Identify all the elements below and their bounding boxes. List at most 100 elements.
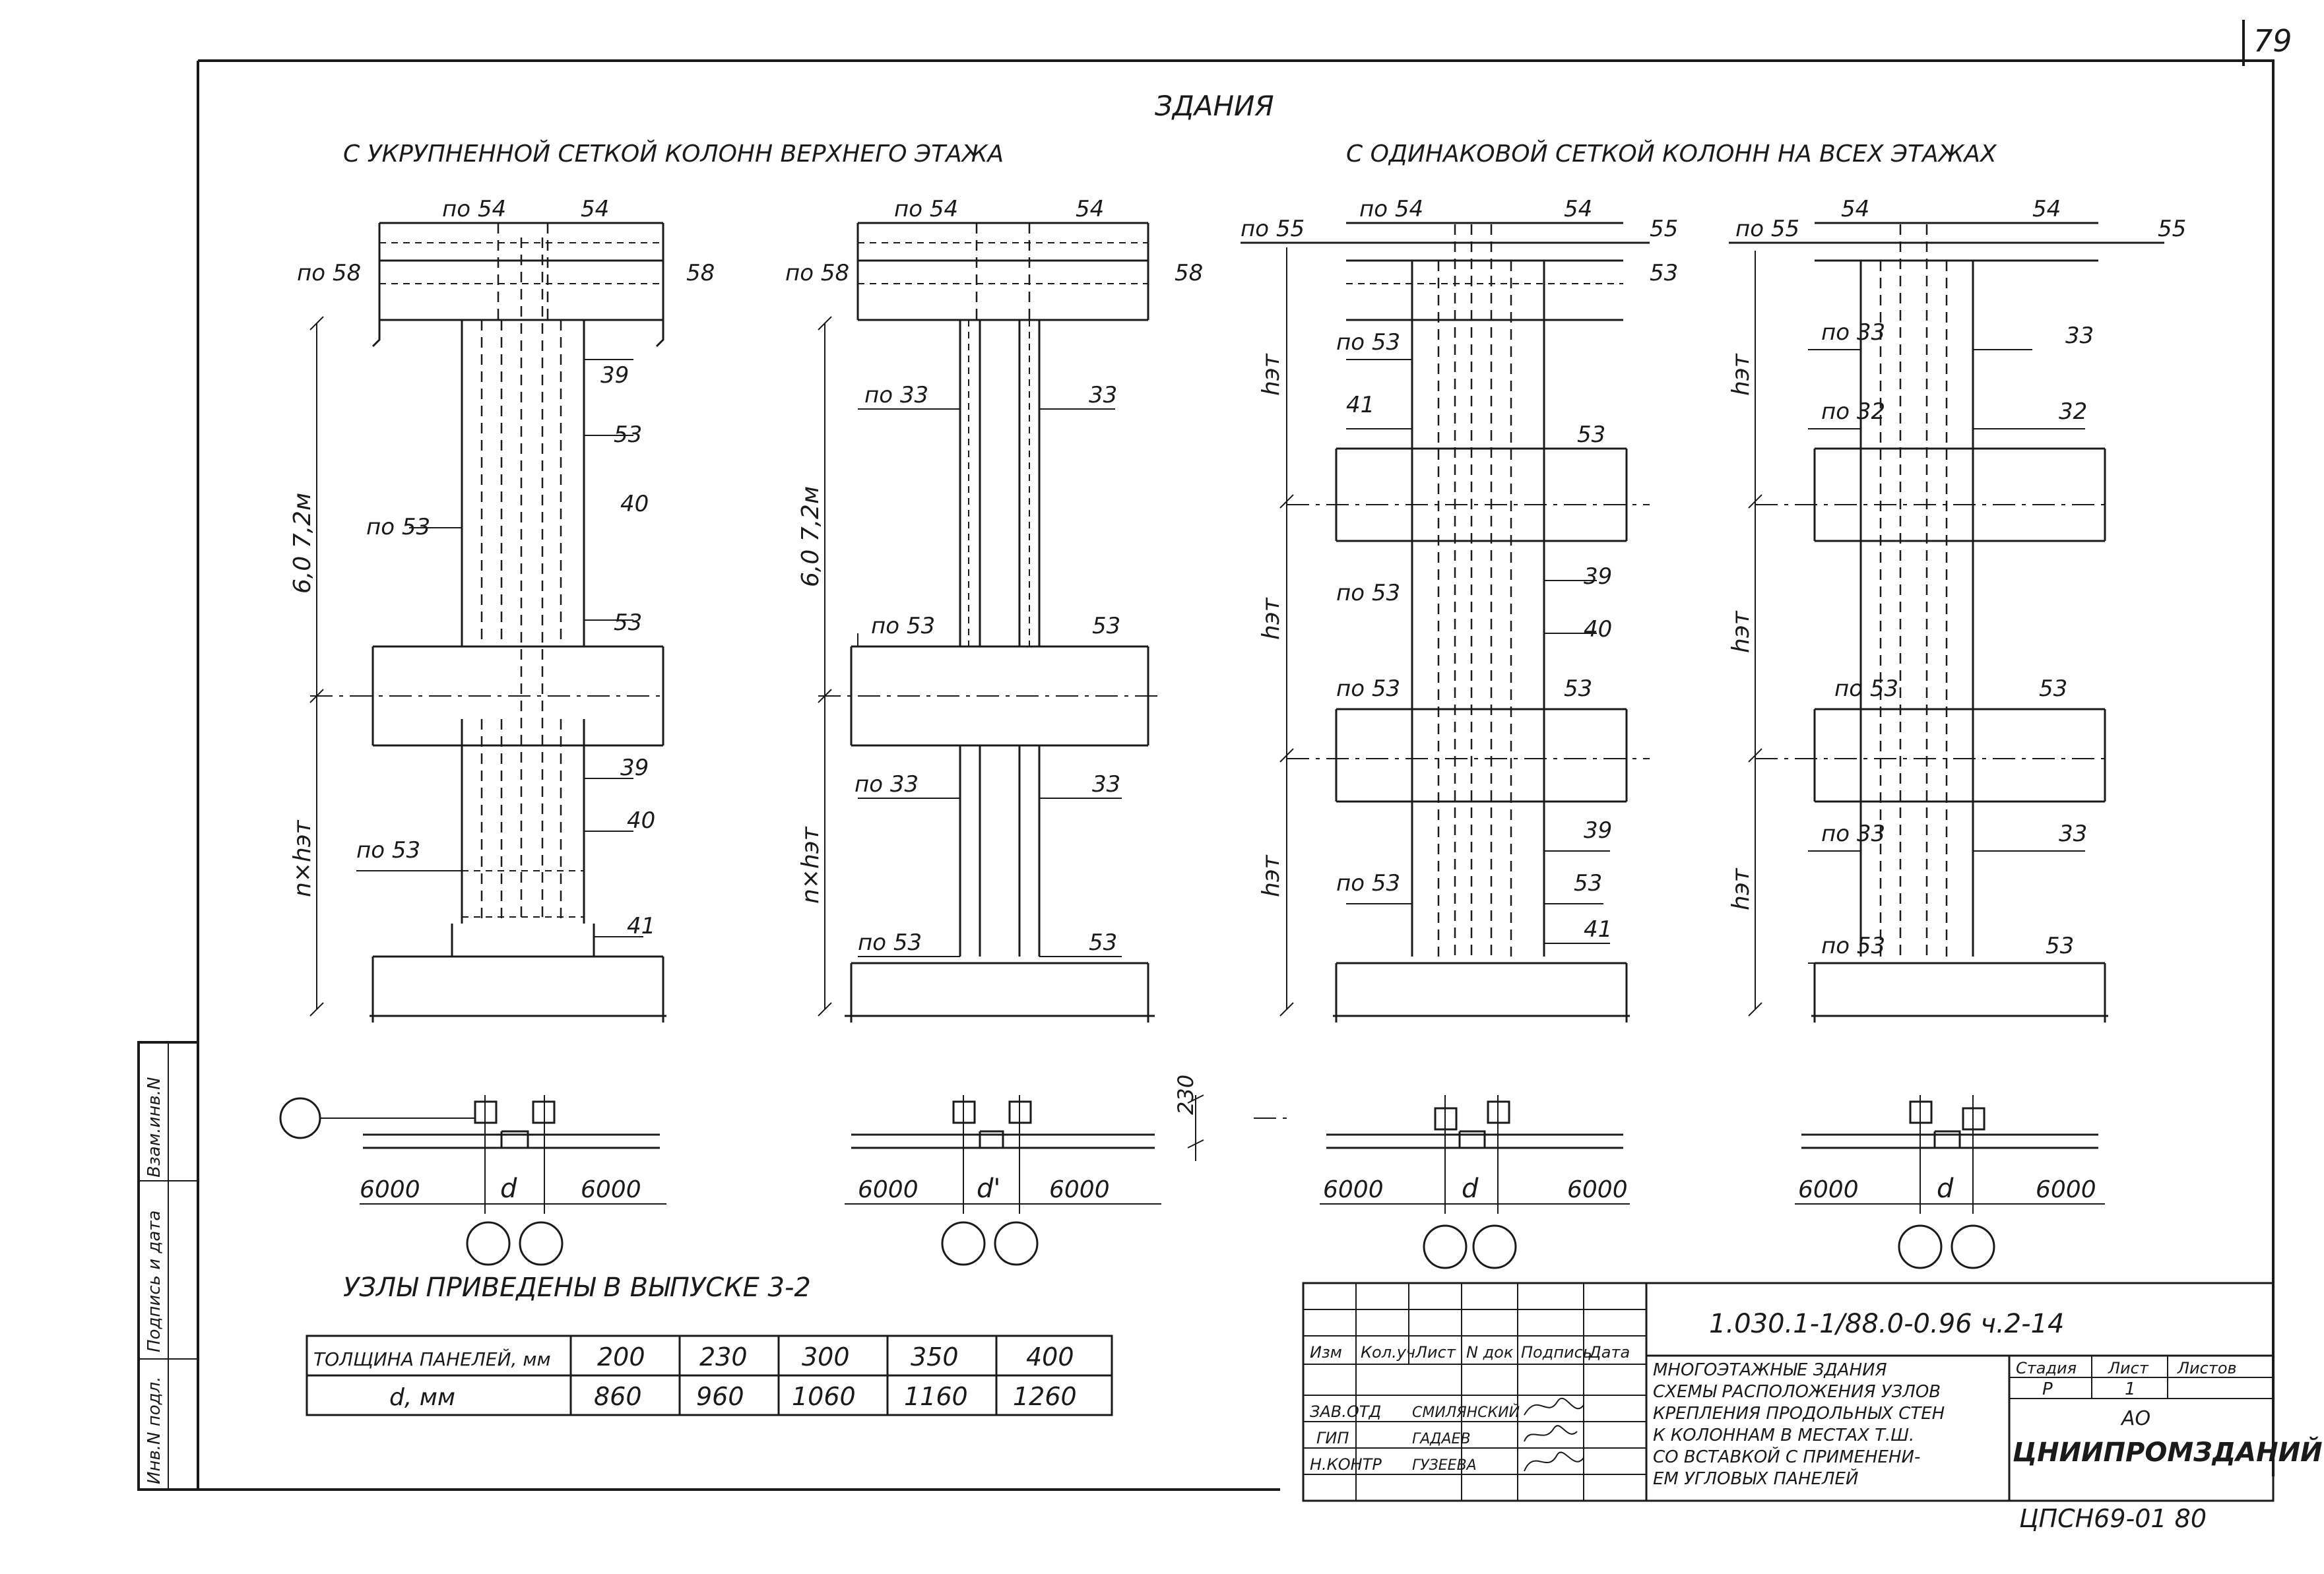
e3-left-label: 41: [1346, 392, 1374, 418]
plan1-right: 6000: [581, 1176, 641, 1203]
e3-slab-right: 53: [1650, 260, 1678, 286]
signature-3: [1524, 1451, 1584, 1472]
e2-right-label: 53: [1089, 929, 1117, 956]
plan4-mid: d: [1937, 1174, 1954, 1204]
table-thickness: 400: [1026, 1342, 1074, 1371]
tb-col: N док: [1466, 1343, 1514, 1362]
e4-left-label: по 33: [1821, 319, 1885, 346]
e4-height: hэт: [1727, 867, 1755, 910]
e1-label: 53: [614, 422, 642, 448]
tb-desc: СО ВСТАВКОЙ С ПРИМЕНЕНИ-: [1653, 1446, 1920, 1467]
e3-right-label: 39: [1584, 817, 1612, 844]
plan1-mid: d: [500, 1174, 517, 1204]
e2-right-label: 33: [1089, 382, 1117, 408]
e1-slab-right: 58: [686, 260, 715, 286]
table-thickness: 350: [911, 1342, 959, 1371]
e2-height-bottom: n×hэт: [797, 826, 824, 904]
e1-height-bottom: n×hэт: [289, 819, 316, 897]
e4-left-label: по 32: [1821, 398, 1885, 425]
tb-desc: К КОЛОННАМ В МЕСТАХ Т.Ш.: [1653, 1426, 1914, 1445]
tb-col: Кол.уч: [1361, 1343, 1415, 1362]
e3-corner-left: по 55: [1241, 216, 1305, 242]
e4-top-right: 54: [2032, 196, 2061, 222]
plan1-left: 6000: [360, 1176, 420, 1203]
e4-height: hэт: [1727, 353, 1755, 396]
e4-corner-left: по 55: [1735, 216, 1799, 242]
side-stamp: Инв.N подл. Подпись и дата Взам.инв.N: [145, 1077, 164, 1484]
plan-dim: 230: [1173, 1075, 1198, 1115]
tb-desc: КРЕПЛЕНИЯ ПРОДОЛЬНЫХ СТЕН: [1653, 1404, 1945, 1424]
tb-org: ЦНИИПРОМЗДАНИЙ: [2013, 1436, 2323, 1468]
e1-label: 40: [627, 807, 655, 834]
table-row2-label: d, мм: [389, 1384, 455, 1411]
header-right: С ОДИНАКОВОЙ СЕТКОЙ КОЛОНН НА ВСЕХ ЭТАЖА…: [1346, 140, 1997, 168]
tb-stage-header: Стадия: [2016, 1359, 2077, 1377]
plan2-mid: d': [977, 1174, 1000, 1204]
e4-right-label: 53: [2039, 676, 2067, 702]
e2-left-label: по 33: [864, 382, 928, 408]
tb-sheets-header: Листов: [2177, 1359, 2237, 1377]
e3-right-label: 40: [1584, 616, 1612, 643]
tb-name: СМИЛЯНСКИЙ: [1412, 1404, 1520, 1421]
tb-desc: МНОГОЭТАЖНЫЕ ЗДАНИЯ: [1653, 1360, 1887, 1380]
e2-left-label: по 53: [871, 613, 935, 639]
elevation-3: [1241, 222, 1650, 1023]
side-stamp-sign: Подпись и дата: [145, 1211, 164, 1352]
elevation-4: [1729, 222, 2164, 1023]
table-d: 960: [696, 1382, 744, 1411]
tb-col: Изм: [1310, 1343, 1342, 1362]
e3-height: hэт: [1258, 854, 1285, 897]
e1-left-label: по 53: [356, 837, 420, 864]
elevation-1: [309, 222, 666, 1023]
e3-left-label: по 53: [1336, 676, 1400, 702]
e3-right-label: 41: [1584, 916, 1612, 943]
e3-left-label: по 53: [1336, 870, 1400, 897]
plan3-mid: d: [1462, 1174, 1479, 1204]
e2-right-label: 33: [1092, 771, 1120, 798]
tb-name: ГАДАЕВ: [1412, 1431, 1471, 1447]
tb-col: Подпись: [1521, 1343, 1592, 1362]
plan2-right: 6000: [1049, 1176, 1110, 1203]
e1-top-left: по 54: [442, 196, 506, 222]
elevation-2: [818, 222, 1161, 1023]
thickness-table: [306, 1335, 1113, 1416]
tb-role: ЗАВ.ОТД: [1310, 1402, 1381, 1421]
e2-top-left: по 54: [894, 196, 958, 222]
e3-left-label: по 53: [1336, 329, 1400, 356]
tb-col: Дата: [1588, 1343, 1630, 1362]
e4-right-label: 32: [2059, 398, 2087, 425]
e4-left-label: по 33: [1821, 821, 1885, 847]
table-d: 860: [594, 1382, 642, 1411]
table-d: 1260: [1013, 1382, 1077, 1411]
e4-top-left: 54: [1841, 196, 1869, 222]
table-row1-label: ТОЛЩИНА ПАНЕЛЕЙ, мм: [313, 1348, 551, 1370]
e1-label: 39: [620, 755, 649, 781]
tb-col: Лист: [1415, 1343, 1456, 1362]
e4-height: hэт: [1727, 610, 1755, 653]
e1-label: 40: [620, 491, 649, 517]
e3-height: hэт: [1258, 353, 1285, 396]
e2-slab-right: 58: [1175, 260, 1203, 286]
table-thickness: 200: [597, 1342, 645, 1371]
table-thickness: 300: [802, 1342, 850, 1371]
tb-stage: Р: [2042, 1379, 2053, 1399]
e4-right-label: 53: [2046, 933, 2074, 959]
e3-left-label: по 53: [1336, 580, 1400, 606]
plan2-left: 6000: [858, 1176, 919, 1203]
e1-left-label: по 53: [366, 514, 430, 540]
table-d: 1160: [904, 1382, 968, 1411]
e3-corner-right: 55: [1650, 216, 1678, 242]
table-thickness: 230: [699, 1342, 748, 1371]
tb-role: Н.КОНТР: [1310, 1455, 1382, 1474]
e3-top-right: 54: [1564, 196, 1592, 222]
e2-top-right: 54: [1076, 196, 1104, 222]
side-stamp-replace: Взам.инв.N: [145, 1077, 164, 1178]
e2-height-top: 6,0 7,2м: [797, 486, 824, 587]
tb-org-prefix: АО: [2120, 1407, 2150, 1430]
tb-role: ГИП: [1316, 1429, 1349, 1447]
e1-label: 41: [627, 913, 655, 939]
plan3-right: 6000: [1567, 1176, 1628, 1203]
sheet-frame: [137, 20, 2275, 1491]
e2-slab-left: по 58: [785, 260, 849, 286]
e3-right-label: 53: [1577, 422, 1605, 448]
